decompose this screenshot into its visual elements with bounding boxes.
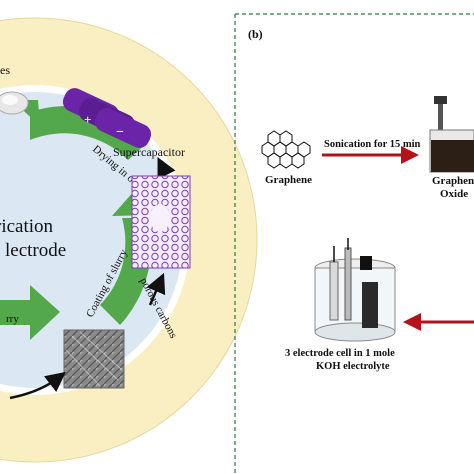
top-left-label: es [0,63,10,77]
cell-label-line1: 3 electrode cell in 1 mole [285,348,395,359]
three-electrode-cell-icon [314,238,396,342]
battery-plus-sign: + [84,112,91,127]
graphene-label: Graphene [265,174,312,186]
center-title-line2: lectrode [5,240,66,261]
graphene-oxide-label-line2: Oxide [440,188,468,200]
pore-highlight [150,204,170,232]
step-slurry-label: rry [6,313,19,325]
arrow-to-sem [9,371,66,400]
green-arrow-slurry [0,285,60,340]
cell-label-line2: KOH electrolyte [316,361,390,372]
graphene-oxide-beaker-icon [429,96,474,173]
battery-minus-sign: − [116,125,124,140]
arrow-to-mesh [146,272,166,306]
supercapacitor-label: Supercapacitor [113,145,185,159]
center-title-line1: rication [0,216,54,237]
graphene-lattice-icon [261,130,311,169]
panel-b-label: (b) [248,27,263,41]
panel-a: Drying in oven 20 min Coating of slurry … [0,17,258,463]
supercapacitor-battery-icon: + − [62,88,152,148]
powder-highlight [2,95,18,105]
sonication-label: Sonication for 15 min [324,139,421,150]
panel-b: (b) Graphene Sonication for 15 min Graph… [248,27,474,372]
graphene-oxide-label-line1: Graphen [432,175,474,187]
